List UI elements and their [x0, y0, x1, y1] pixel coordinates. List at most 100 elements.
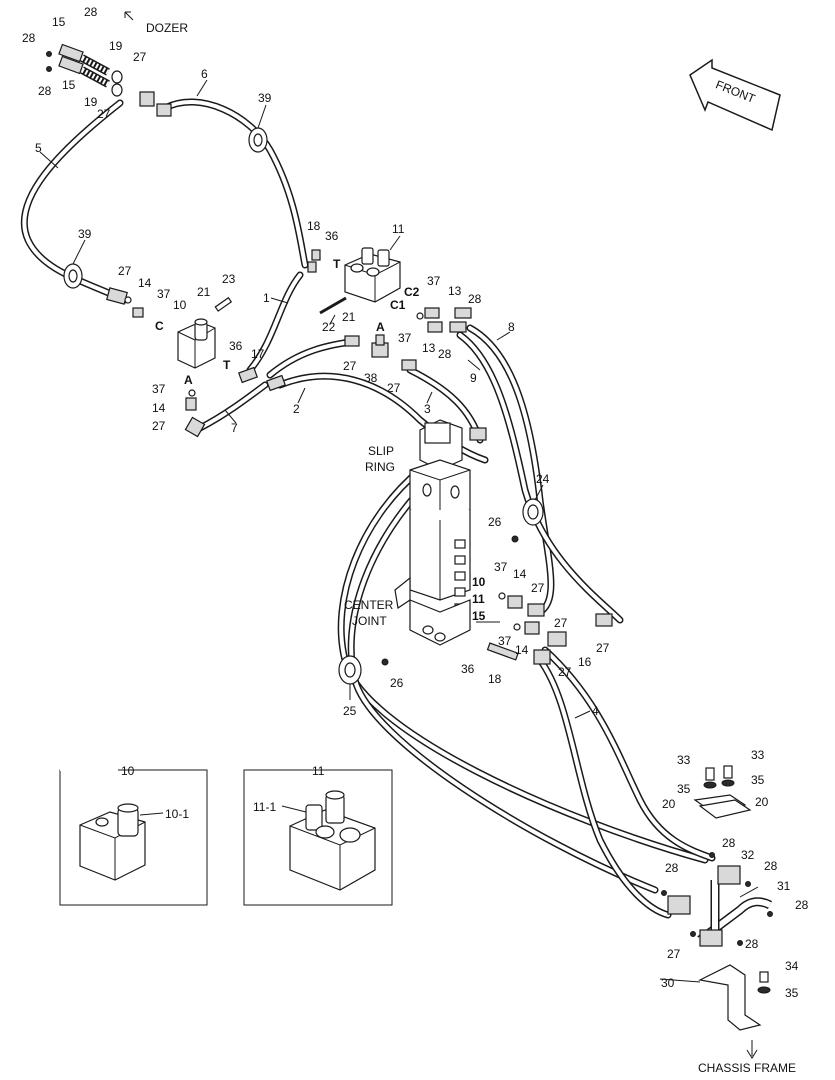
callout: 28	[745, 937, 759, 951]
callout: 27	[118, 264, 132, 278]
valve-10	[106, 287, 286, 438]
callout: 33	[751, 748, 765, 762]
callout: 28	[795, 898, 809, 912]
port-t-right: T	[333, 257, 341, 271]
callout: 15	[472, 609, 486, 623]
callout: 13	[422, 341, 436, 355]
callout: 18	[307, 219, 321, 233]
callout: 25	[343, 704, 357, 718]
callout: 14	[513, 567, 527, 581]
callout: 31	[777, 879, 791, 893]
callout: 6	[201, 67, 208, 81]
label-center-joint-2: JOINT	[352, 614, 387, 628]
dozer-fittings	[46, 43, 172, 117]
callout: 26	[390, 676, 404, 690]
hose-25-bundle	[337, 466, 709, 864]
callout: 27	[531, 581, 545, 595]
grommets	[63, 127, 544, 685]
callout: 35	[785, 986, 799, 1000]
callout: 38	[364, 371, 378, 385]
callout: 8	[508, 320, 515, 334]
callout: 16	[578, 655, 592, 669]
callout: 10	[472, 575, 486, 589]
callout: 20	[755, 795, 769, 809]
leader-lines	[39, 79, 759, 983]
callout: 21	[197, 285, 211, 299]
hoses	[20, 98, 773, 944]
detail-box-11-part: 11-1	[253, 800, 276, 814]
dozer-arrow-icon	[124, 11, 134, 21]
port-c-left: C	[155, 319, 164, 333]
callout: 11	[392, 222, 405, 236]
callout: 7	[231, 421, 238, 435]
callout: 37	[494, 560, 508, 574]
detail-box-10	[59, 769, 208, 906]
label-dozer: DOZER	[146, 21, 188, 35]
callout: 13	[448, 284, 462, 298]
callout: 23	[222, 272, 236, 286]
callout: 39	[258, 91, 272, 105]
callout: 37	[157, 287, 171, 301]
callout: 24	[536, 472, 550, 486]
callout: 22	[322, 320, 336, 334]
callout: 17	[251, 347, 265, 361]
callout: 4	[592, 704, 599, 718]
callout: 28	[38, 84, 52, 98]
callout: 28	[722, 836, 736, 850]
callout: 15	[52, 15, 66, 29]
callout: 1	[263, 291, 270, 305]
callout: 26	[488, 515, 502, 529]
callout: 36	[461, 662, 475, 676]
callout: 19	[109, 39, 123, 53]
callout: 37	[498, 634, 512, 648]
callout: 28	[438, 347, 452, 361]
text-labels: DOZER FRONT CHASSIS FRAME SLIP RING CENT…	[146, 21, 796, 1075]
detail-box-10-title: 10	[121, 764, 135, 778]
front-arrow-icon	[689, 58, 781, 132]
detail-box-11	[243, 769, 393, 906]
callout: 33	[677, 753, 691, 767]
callout: 28	[22, 31, 36, 45]
port-c1: C1	[390, 298, 406, 312]
label-slip-ring-2: RING	[365, 460, 395, 474]
callout: 37	[152, 382, 166, 396]
callout: 5	[35, 141, 42, 155]
callout: 9	[470, 371, 477, 385]
port-a-left: A	[184, 373, 193, 387]
callout: 28	[665, 861, 679, 875]
callout: 35	[677, 782, 691, 796]
right-fittings	[381, 535, 613, 666]
port-c2: C2	[404, 285, 420, 299]
chassis-brackets	[661, 765, 773, 1031]
callout: 36	[229, 339, 243, 353]
callout: 27	[152, 419, 166, 433]
callout: 11	[472, 592, 485, 606]
port-t-left: T	[223, 358, 231, 372]
callout: 27	[387, 381, 401, 395]
label-center-joint-1: CENTER	[344, 598, 394, 612]
label-chassis-frame: CHASSIS FRAME	[698, 1061, 796, 1075]
callout: 37	[398, 331, 412, 345]
callout: 14	[515, 643, 529, 657]
detail-box-10-part: 10-1	[165, 807, 189, 821]
callout: 39	[78, 227, 92, 241]
callout: 21	[342, 310, 356, 324]
callout: 19	[84, 95, 98, 109]
callout: 30	[661, 976, 675, 990]
callout: 15	[62, 78, 76, 92]
callout: 14	[152, 401, 166, 415]
callout: 28	[84, 5, 98, 19]
callout: 34	[785, 959, 799, 973]
callout: 20	[662, 797, 676, 811]
callout: 27	[97, 107, 111, 121]
callout: 2	[293, 402, 300, 416]
callout: 36	[325, 229, 339, 243]
tee-fitting-38	[344, 334, 417, 371]
port-a-mid: A	[376, 320, 385, 334]
callout-numbers: 15 28 28 28 15 19 27 19 27 6 5 39 39 18 …	[22, 5, 809, 1000]
callout: 28	[764, 859, 778, 873]
callout: 32	[741, 848, 755, 862]
callout: 14	[138, 276, 152, 290]
callout: 18	[488, 672, 502, 686]
